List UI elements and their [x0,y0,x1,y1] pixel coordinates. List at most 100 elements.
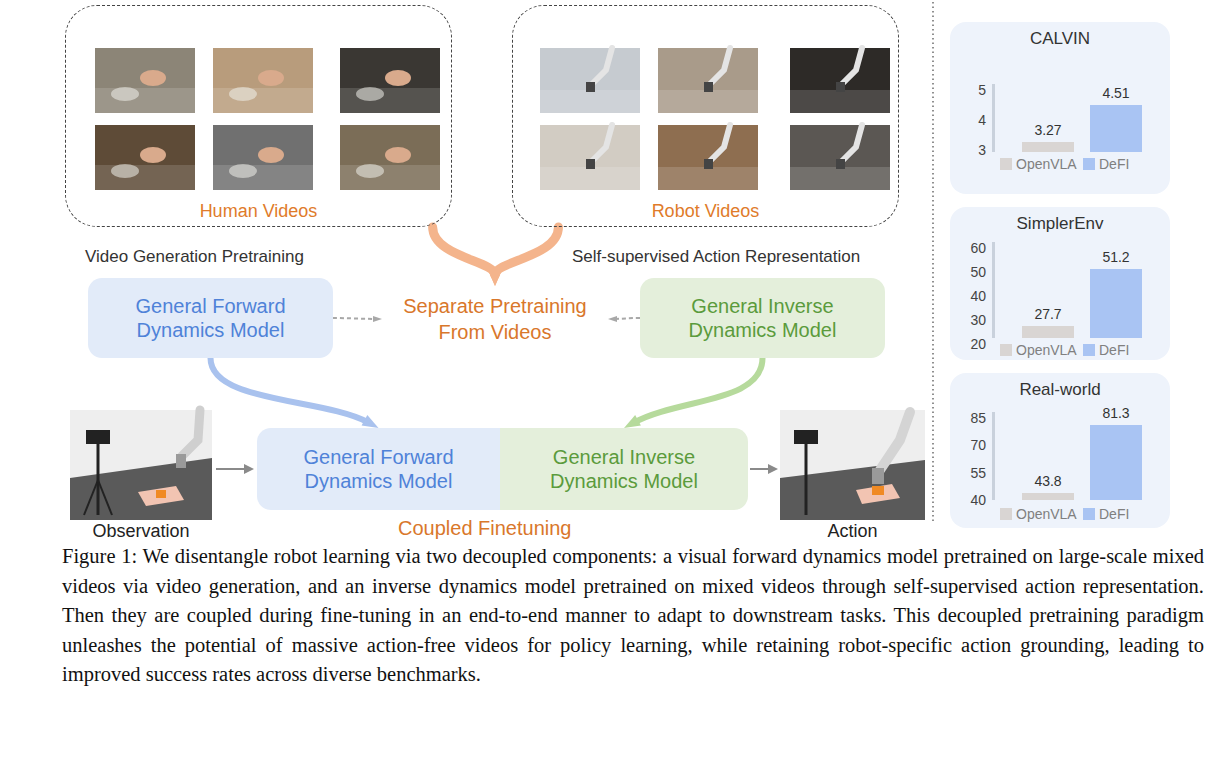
arrow-head [608,316,617,322]
hand [140,70,166,86]
camera [794,430,818,444]
box-label: Human Videos [66,201,451,222]
arrow-line [750,468,770,470]
counter [540,90,640,113]
utensil [356,87,384,101]
connector-line [634,358,763,423]
connector-line [333,318,376,319]
legend-swatch [1000,508,1012,520]
gripper [176,454,186,468]
value-label: 81.3 [1090,405,1142,421]
hand [385,147,411,163]
arrow-head [488,270,502,286]
arrow-head [244,464,254,474]
arrow-head [362,415,379,428]
photo-caption: Observation [70,521,212,542]
connector [211,358,379,428]
object [156,490,166,498]
paper [856,484,900,504]
tick-label: 50 [950,263,986,281]
hand [140,147,166,163]
counter [213,88,313,113]
value-label: 3.27 [1022,122,1074,138]
robot-video-frame [658,125,758,190]
box-label: General Inverse Dynamics Model [654,294,871,342]
video-thumbnails [95,48,890,190]
forward-dynamics-box: Video Generation PretrainingGeneral Forw… [88,278,333,358]
hand [258,70,284,86]
chart-axis [992,412,995,500]
video-group: Human Videos [65,5,452,227]
gripper [872,468,884,484]
human-video-frame [95,48,195,113]
human-video-frame [213,48,313,113]
utensil [111,87,139,101]
connector [624,358,763,428]
connector [608,316,640,322]
box-label: General Forward Dynamics Model [102,294,319,342]
bar [1090,425,1142,500]
hand [258,147,284,163]
counter [540,167,640,190]
legend-text: OpenVLA [1016,342,1077,358]
hand [385,70,411,86]
tick-label: 30 [950,311,986,329]
gripper [704,82,713,92]
tripod-leg [98,480,112,515]
action-photo [780,410,925,520]
box-label: Separate Pretraining From Videos [384,293,606,345]
legend-swatch [1083,508,1095,520]
photo-ground [780,410,925,520]
counter [340,165,440,190]
robot-arm [592,48,612,84]
human-video-frame [95,125,195,190]
arrow-head [373,316,382,322]
robot-arm [592,125,612,161]
table [780,460,925,520]
arrow-head [488,270,502,286]
legend-text: DeFI [1099,156,1129,172]
connector-line [614,318,640,319]
gripper [836,82,845,92]
bar [1090,105,1142,152]
counter [790,90,890,113]
observation-photo [70,410,212,520]
video-group: Robot Videos [512,5,899,227]
inverse-dynamics-box: General Inverse Dynamics Model [500,428,748,510]
object [872,486,884,495]
gripper [586,159,595,169]
robot-arm [710,125,730,161]
tick-label: 60 [950,239,986,257]
photo-caption: Action [780,521,925,542]
human-video-frame [340,48,440,113]
counter [658,167,758,190]
counter [340,88,440,113]
counter [213,165,313,190]
tick-label: 5 [950,81,986,99]
counter [658,90,758,113]
box-heading: Video Generation Pretraining [85,247,304,267]
legend-text: OpenVLA [1016,506,1077,522]
robot-arm [880,412,910,470]
counter [790,167,890,190]
separator-line [932,2,933,522]
human-video-frame [340,125,440,190]
robot-arm [710,48,730,84]
gripper [704,159,713,169]
tick-label: 40 [950,491,986,509]
arrow-head [768,464,778,474]
chart-axis [992,84,995,152]
robot-arm [842,125,862,161]
gripper [586,82,595,92]
utensil [356,164,384,178]
value-label: 27.7 [1022,306,1074,322]
legend-text: DeFI [1099,342,1129,358]
connector [433,227,502,286]
tripod [805,440,808,515]
box-label: Real-world [950,380,1170,400]
value-label: 51.2 [1090,249,1142,265]
tick-label: 55 [950,464,986,482]
robot-arm [842,48,862,84]
stage-label: Coupled Finetuning [398,517,571,540]
